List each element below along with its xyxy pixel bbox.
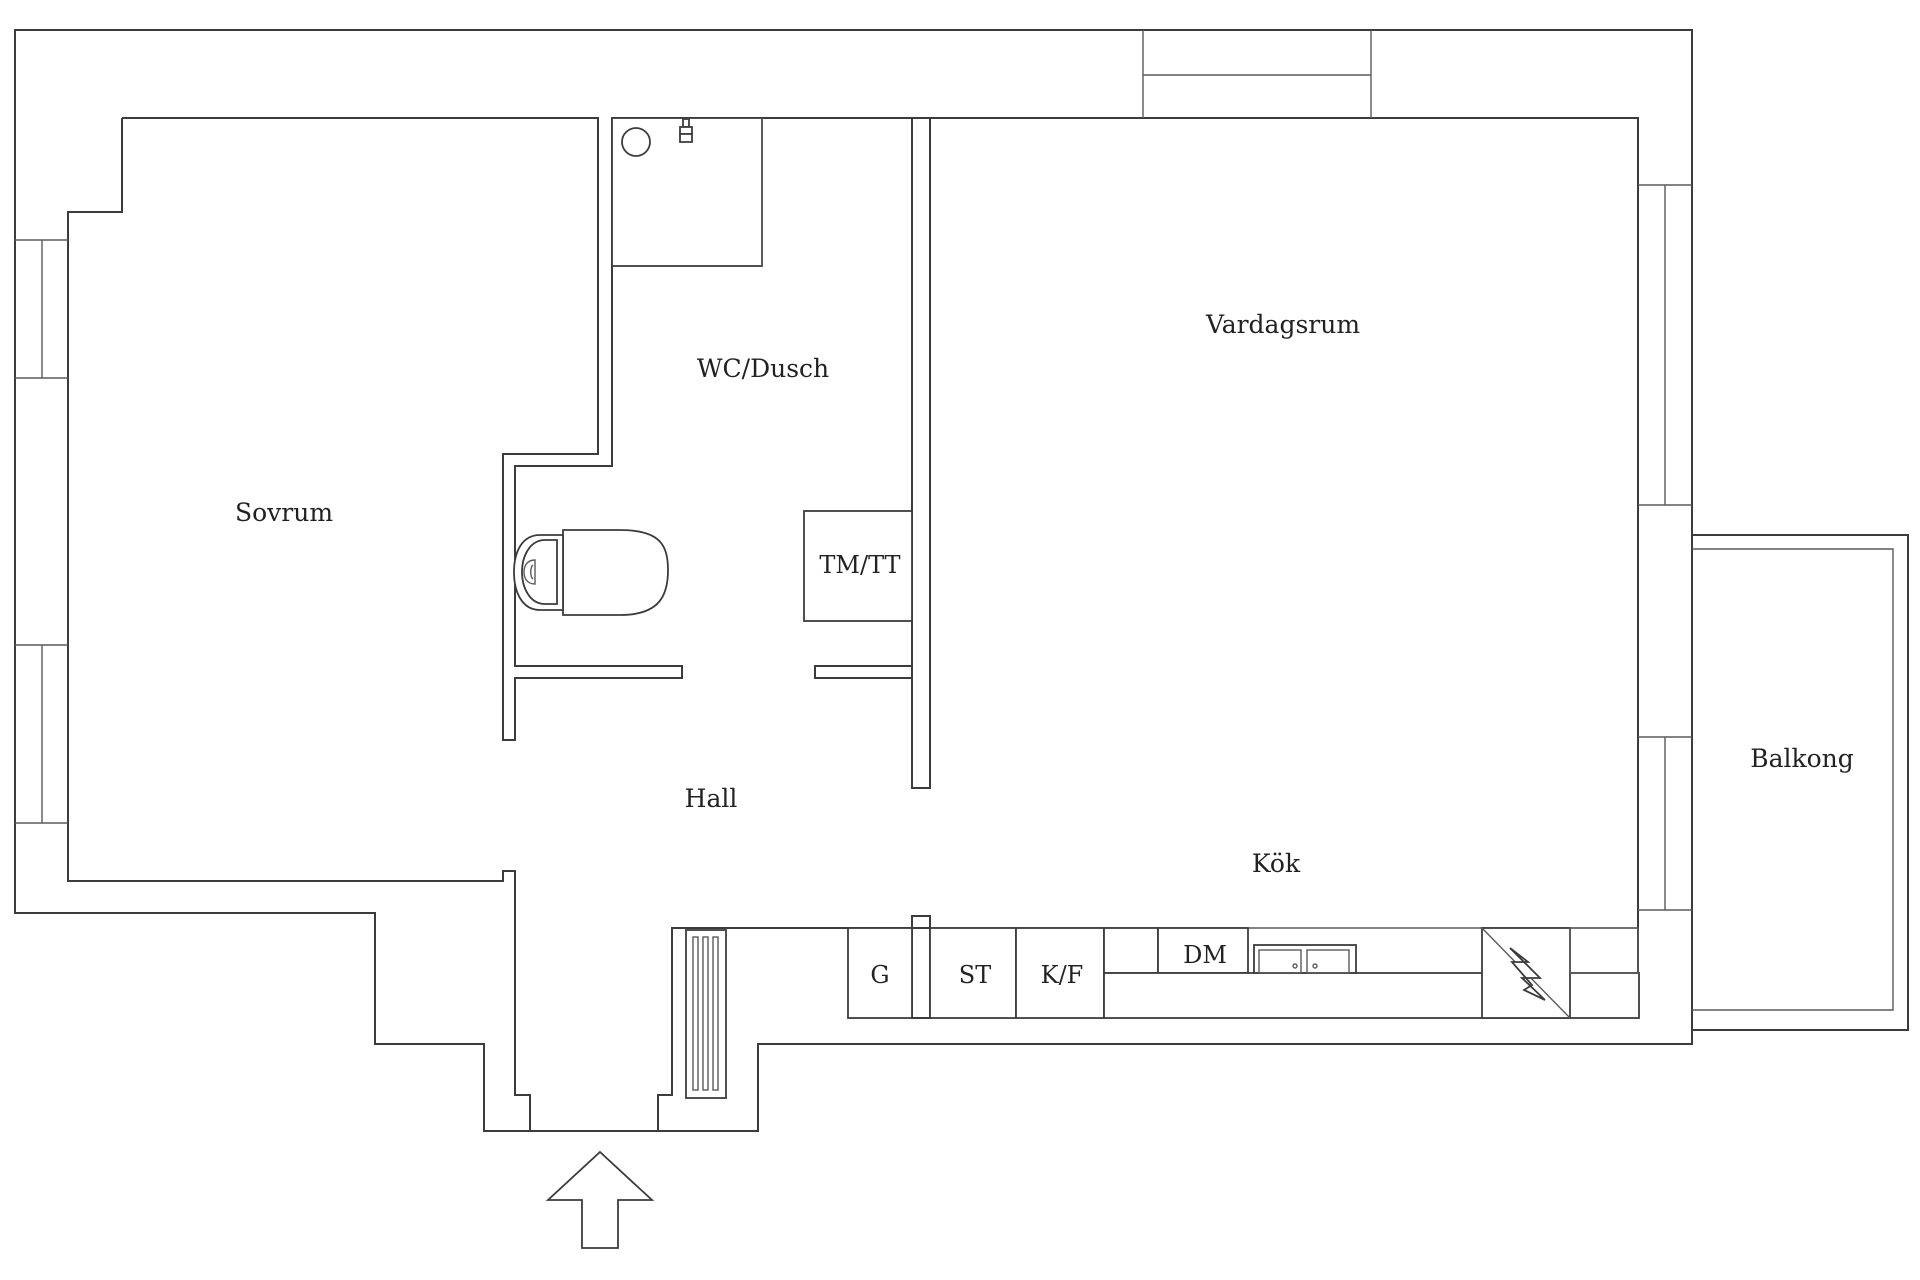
room-label-balkong: Balkong [1750, 744, 1854, 773]
sink-icon [1253, 944, 1357, 974]
shower-icon [611, 117, 763, 267]
kitchen-counter [847, 927, 1640, 1019]
interior-walls [612, 30, 1639, 1019]
fixture-label-tm-tt: TM/TT [819, 551, 900, 579]
room-label-kok: Kök [1252, 849, 1301, 878]
toilet-icon [513, 529, 669, 616]
radiator-icon [685, 929, 727, 1099]
room-label-vardagsrum: Vardagsrum [1205, 310, 1360, 339]
outer-walls [14, 29, 1693, 1132]
fixture-label-st: ST [959, 961, 991, 989]
stove-icon [1481, 927, 1571, 1019]
entrance-arrow-icon [545, 1150, 655, 1249]
tm-tt-box [803, 510, 913, 622]
fixture-label-g: G [870, 961, 889, 989]
room-label-sovrum: Sovrum [235, 498, 333, 527]
fixture-label-dm: DM [1183, 941, 1227, 969]
room-label-hall: Hall [685, 784, 738, 813]
balcony [1692, 534, 1909, 1031]
fixture-label-kf: K/F [1041, 961, 1084, 989]
windows [15, 184, 1692, 911]
room-label-wc-dusch: WC/Dusch [697, 354, 829, 383]
